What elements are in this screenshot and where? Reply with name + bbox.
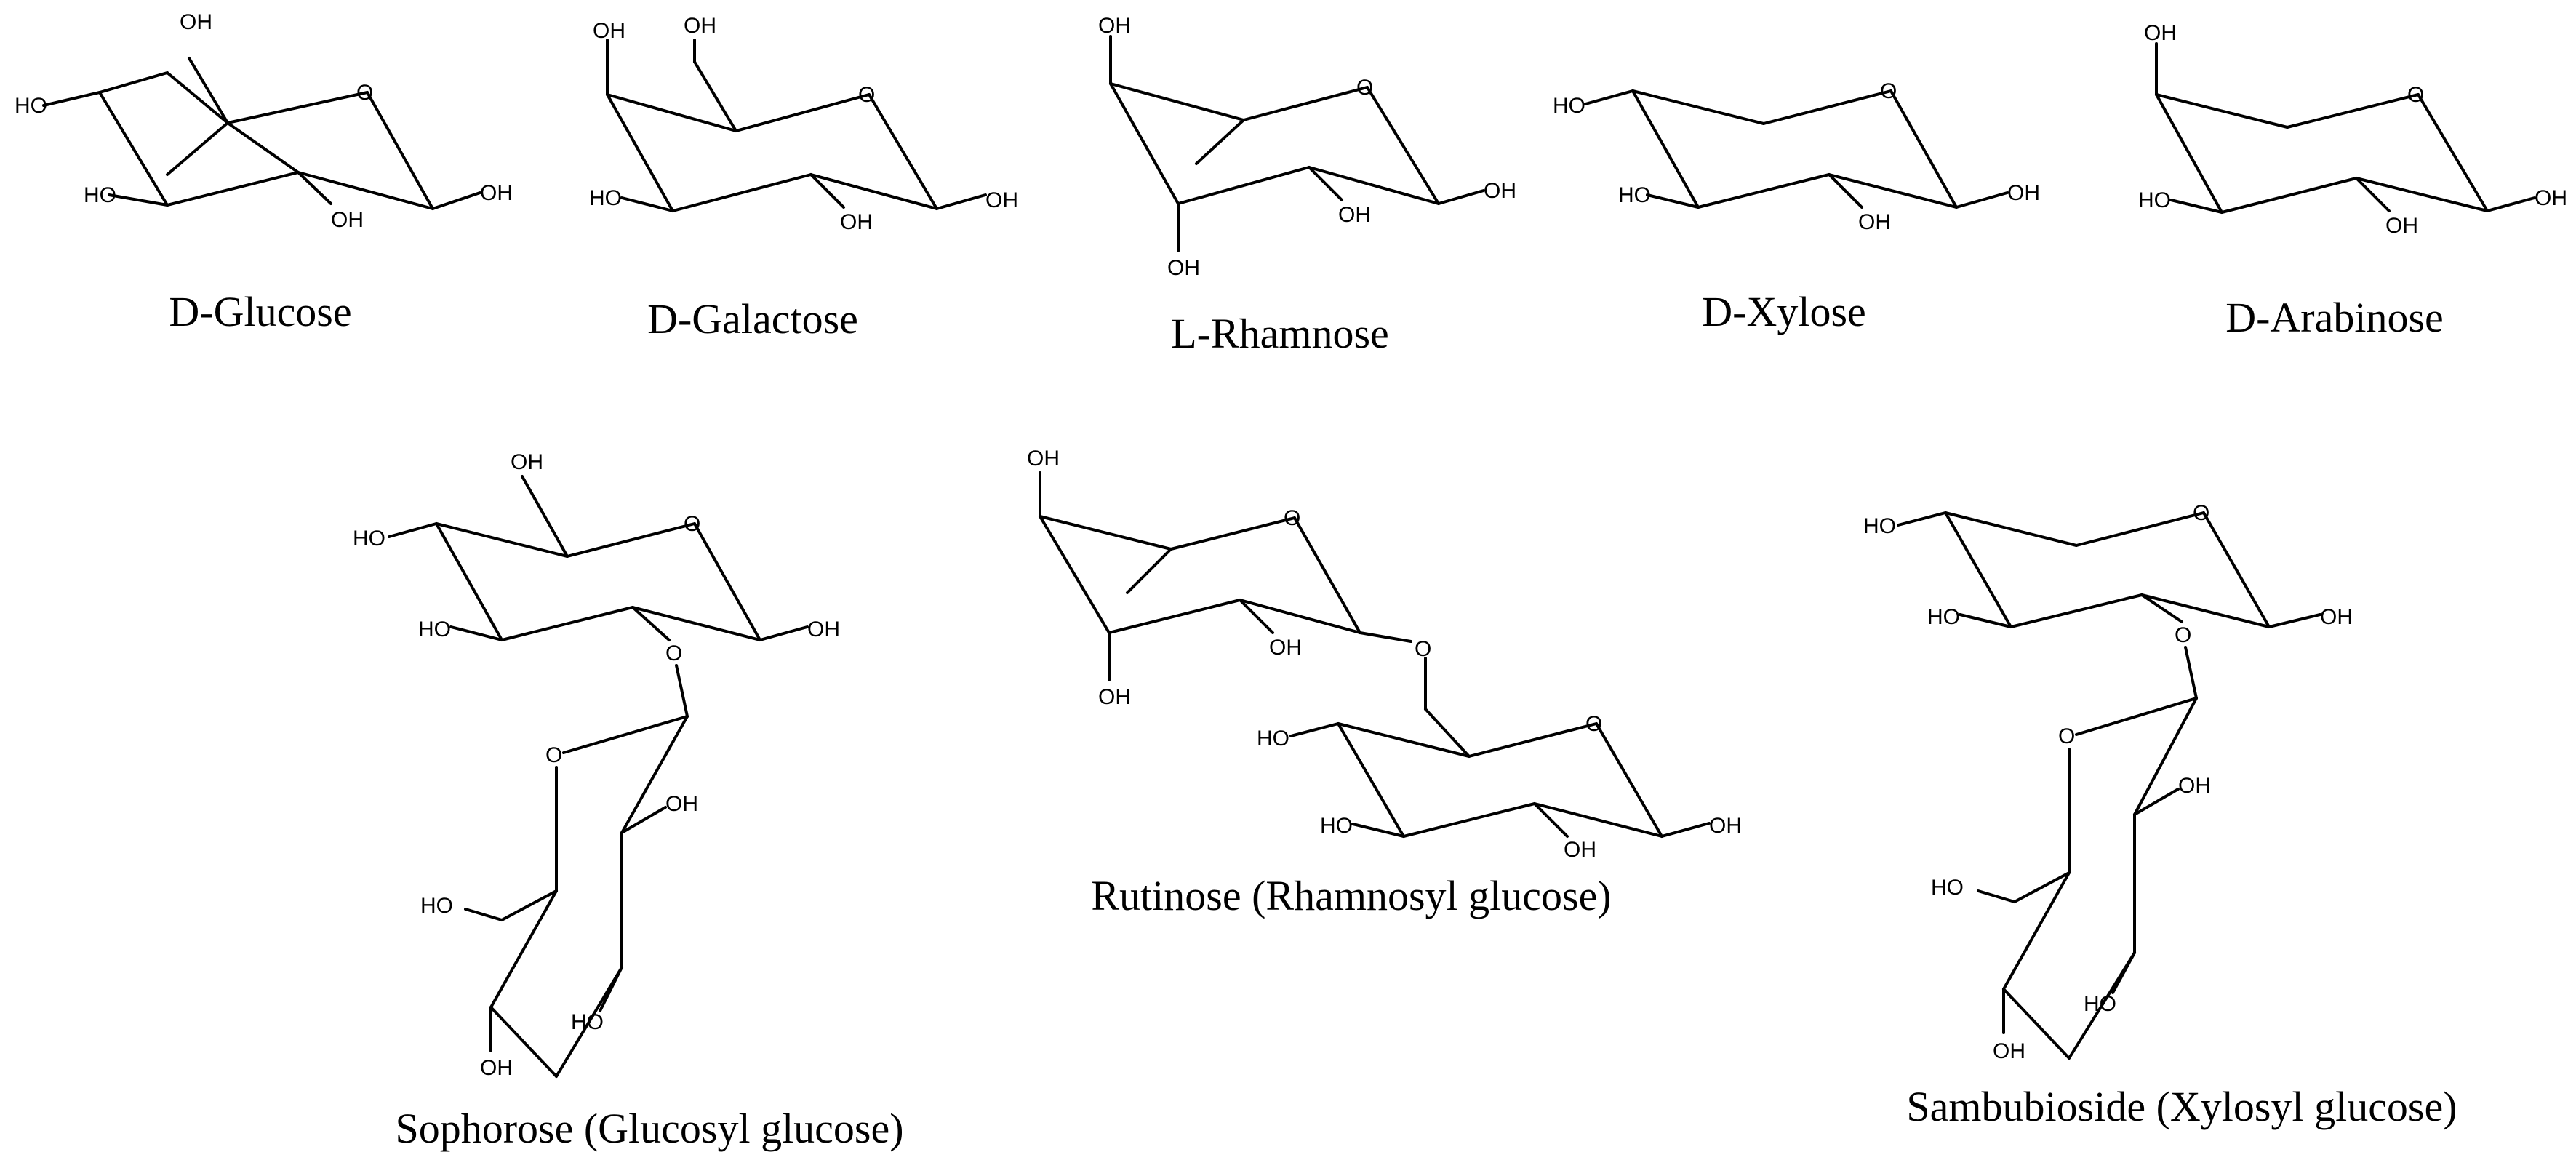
atom-label: OH [1167, 256, 1200, 280]
caption-sambubioside: Sambubioside (Xylosyl glucose) [1906, 1083, 2457, 1130]
atom-label: HO [1618, 183, 1651, 207]
atom-label: OH [807, 617, 840, 641]
atom-label: HO [2138, 188, 2171, 212]
atom-label: O [1284, 506, 1300, 530]
atom-label: HO [15, 94, 47, 118]
atom-label: OH [180, 10, 212, 34]
caption-sophorose: Sophorose (Glucosyl glucose) [395, 1105, 904, 1152]
atom-label: OH [2320, 605, 2353, 629]
atom-label: OH [1993, 1039, 2025, 1063]
atom-label: O [1356, 76, 1373, 100]
atom-label: OH [1338, 203, 1371, 227]
atom-label: O [858, 83, 875, 107]
atom-label: OH [2385, 214, 2418, 238]
atom-label: HO [1553, 94, 1585, 118]
d-glucose-labels: OH O HO HO OH OH [15, 10, 513, 232]
atom-label: OH [511, 450, 543, 474]
atom-label: OH [840, 210, 873, 234]
rutinose-structure [1039, 471, 1711, 838]
d-arabinose-labels: OH O HO OH OH [2138, 21, 2567, 238]
atom-label: HO [1927, 605, 1960, 629]
atom-label: HO [571, 1010, 604, 1034]
atom-label: OH [331, 208, 364, 232]
atom-label: OH [2178, 774, 2211, 798]
atom-label: HO [1863, 514, 1896, 538]
atom-label: OH [1484, 179, 1516, 203]
atom-label: HO [353, 527, 385, 551]
atom-label: O [684, 512, 700, 536]
d-glucose-structure [42, 57, 481, 210]
atom-label: OH [2144, 21, 2177, 45]
atom-label: O [2407, 83, 2424, 107]
atom-label: HO [1257, 727, 1289, 751]
atom-label: O [2193, 501, 2209, 525]
atom-label: OH [1098, 14, 1131, 38]
atom-label: OH [1564, 838, 1596, 862]
d-arabinose-structure [2155, 42, 2536, 214]
sophorose-labels: OH O HO HO OH O O OH HO HO OH [353, 450, 840, 1080]
d-xylose-labels: O HO HO OH OH [1553, 79, 2040, 234]
atom-label: OH [2535, 186, 2567, 210]
atom-label: OH [665, 792, 698, 816]
atom-label: O [545, 743, 562, 767]
atom-label: OH [1269, 636, 1302, 660]
atom-label: OH [1027, 447, 1060, 471]
l-rhamnose-labels: OH O OH OH OH [1098, 14, 1516, 280]
atom-label: OH [1098, 685, 1131, 709]
atom-label: O [665, 641, 682, 665]
atom-label: HO [420, 894, 453, 918]
atom-label: HO [1931, 876, 1964, 900]
atom-label: HO [84, 183, 116, 207]
atom-label: OH [480, 181, 513, 205]
caption-d-xylose: D-Xylose [1702, 288, 1866, 335]
caption-l-rhamnose: L-Rhamnose [1171, 310, 1389, 357]
atom-label: OH [1709, 814, 1742, 838]
caption-rutinose: Rutinose (Rhamnosyl glucose) [1091, 872, 1612, 919]
atom-label: OH [684, 14, 716, 38]
atom-label: HO [2084, 992, 2116, 1016]
sambubioside-structure [1897, 511, 2321, 1060]
atom-label: HO [1320, 814, 1353, 838]
d-galactose-labels: OH OH O HO OH OH [589, 14, 1018, 234]
atom-label: HO [589, 186, 622, 210]
atom-label: O [356, 81, 373, 105]
atom-label: OH [480, 1056, 513, 1080]
atom-label: O [1880, 79, 1897, 103]
atom-label: HO [418, 617, 451, 641]
d-xylose-structure [1584, 89, 2009, 209]
caption-d-galactose: D-Galactose [647, 295, 858, 343]
atom-label: OH [1858, 210, 1891, 234]
atom-label: OH [985, 188, 1018, 212]
sambubioside-labels: O HO HO OH O O OH HO HO OH [1863, 501, 2353, 1063]
d-galactose-structure [606, 39, 987, 212]
atom-label: O [1415, 637, 1431, 661]
atom-label: O [1585, 712, 1602, 736]
l-rhamnose-structure [1109, 35, 1485, 252]
caption-d-arabinose: D-Arabinose [2225, 294, 2444, 341]
atom-label: OH [2007, 181, 2040, 205]
atom-label: O [2175, 623, 2191, 647]
caption-d-glucose: D-Glucose [169, 288, 352, 335]
sophorose-structure [388, 475, 809, 1078]
atom-label: OH [593, 19, 625, 43]
atom-label: O [2058, 724, 2075, 748]
rutinose-labels: OH O OH OH O O HO HO OH OH [1027, 447, 1742, 862]
